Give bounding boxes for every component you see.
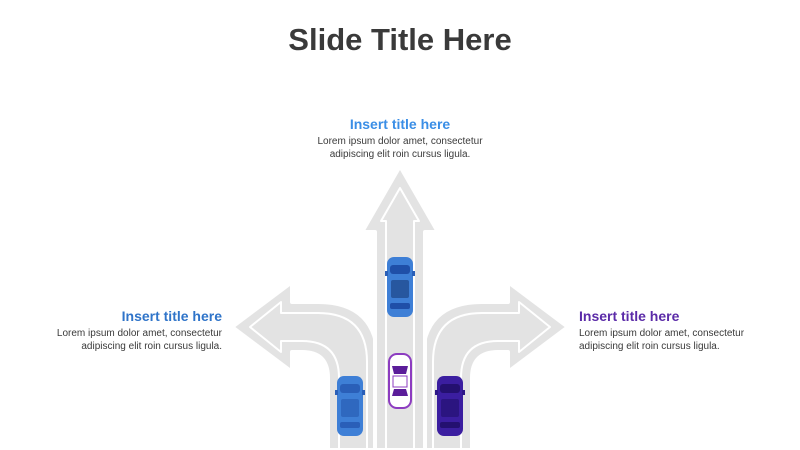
- left-direction-body-line-2: adipiscing elit roin cursus ligula.: [81, 341, 222, 352]
- right-direction-text: Insert title here Lorem ipsum dolor amet…: [579, 308, 800, 353]
- car-straight-lane: [385, 257, 415, 317]
- slide-title: Slide Title Here: [288, 22, 512, 57]
- straight-direction-body-line-1: Lorem ipsum dolor amet, consectetur: [317, 136, 483, 147]
- right-direction-heading: Insert title here: [579, 308, 680, 324]
- straight-direction-heading: Insert title here: [349, 116, 451, 132]
- straight-direction-text: Insert title here Lorem ipsum dolor amet…: [270, 116, 530, 161]
- car-left-lane: [335, 376, 365, 436]
- straight-direction-body-line-2: adipiscing elit roin cursus ligula.: [329, 149, 471, 160]
- left-direction-body-line-1: Lorem ipsum dolor amet, consectetur: [56, 328, 222, 339]
- left-direction-text: Insert title here Lorem ipsum dolor amet…: [0, 308, 222, 353]
- right-direction-body-line-2: adipiscing elit roin cursus ligula.: [579, 341, 720, 352]
- car-outline-purple: [388, 353, 412, 409]
- right-direction-body-line-1: Lorem ipsum dolor amet, consectetur: [579, 328, 745, 339]
- left-direction-heading: Insert title here: [121, 308, 222, 324]
- car-right-lane: [435, 376, 465, 436]
